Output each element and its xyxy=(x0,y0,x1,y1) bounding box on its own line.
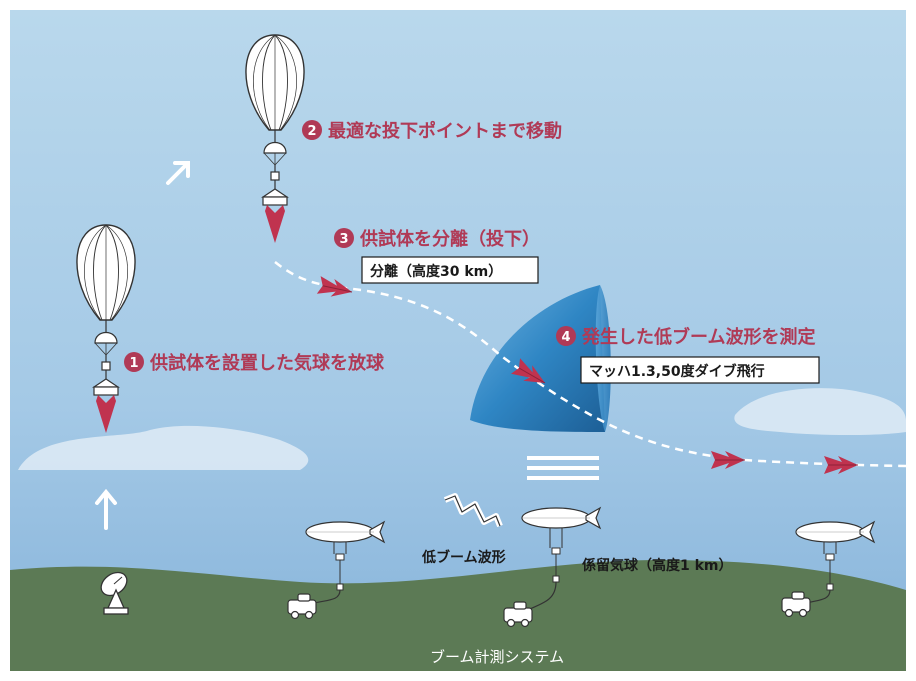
svg-text:2: 2 xyxy=(307,124,316,139)
sky-background xyxy=(10,10,906,671)
ground xyxy=(10,560,906,671)
separation-altitude-box: 分離（高度30 km） xyxy=(361,256,539,284)
svg-text:3: 3 xyxy=(339,232,348,247)
step-3-label: 3 供試体を分離（投下） xyxy=(334,228,540,250)
svg-text:供試体を設置した気球を放球: 供試体を設置した気球を放球 xyxy=(149,352,385,374)
svg-text:マッハ1.3,50度ダイブ飛行: マッハ1.3,50度ダイブ飛行 xyxy=(589,363,765,380)
svg-text:4: 4 xyxy=(561,330,570,345)
cloud-right xyxy=(734,388,906,435)
boom-measurement-system-label: ブーム計測システム xyxy=(430,648,564,666)
tethered-balloon-center xyxy=(519,507,601,615)
low-boom-waveform-label: 低ブーム波形 xyxy=(421,549,506,566)
waveform-icon xyxy=(443,493,503,528)
svg-text:発生した低ブーム波形を測定: 発生した低ブーム波形を測定 xyxy=(581,326,815,348)
arrow-up-right-icon xyxy=(166,161,190,185)
svg-text:1: 1 xyxy=(129,356,138,371)
svg-text:最適な投下ポイントまで移動: 最適な投下ポイントまで移動 xyxy=(328,120,562,142)
wave-lines-icon xyxy=(527,456,599,480)
svg-text:供試体を分離（投下）: 供試体を分離（投下） xyxy=(359,228,540,250)
dive-condition-box: マッハ1.3,50度ダイブ飛行 xyxy=(580,356,820,384)
step-4-label: 4 発生した低ブーム波形を測定 xyxy=(556,326,815,348)
arrow-up-icon xyxy=(95,488,117,530)
svg-text:分離（高度30 km）: 分離（高度30 km） xyxy=(370,263,502,280)
step-1-label: 1 供試体を設置した気球を放球 xyxy=(124,352,385,374)
cloud-left xyxy=(18,425,309,470)
tethered-balloon-label: 係留気球（高度1 km） xyxy=(582,557,733,574)
step-2-label: 2 最適な投下ポイントまで移動 xyxy=(302,120,562,142)
